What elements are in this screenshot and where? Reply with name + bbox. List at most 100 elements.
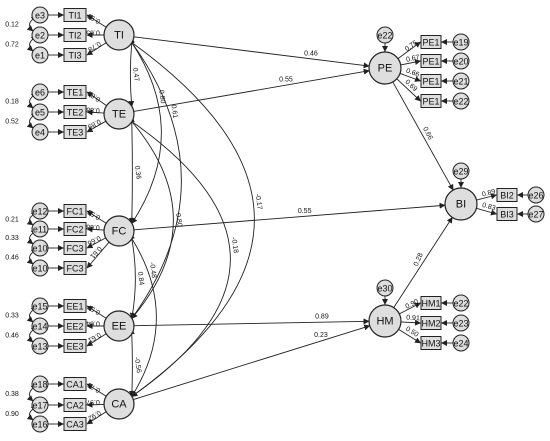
- indicator-label-TE-1: TE1: [67, 88, 84, 98]
- indicator-label-BI-2: BI3: [500, 210, 514, 220]
- loading-path-CA-3: [86, 411, 107, 425]
- loading-value-FC-1: 0.55: [86, 208, 101, 221]
- indicator-box-EE-3: [63, 339, 87, 353]
- structural-path-ca-hm: [133, 324, 371, 400]
- error-label-EE-1: e15: [32, 302, 47, 312]
- latent-label-PE: PE: [378, 63, 393, 75]
- covariance-value-ti-fc: 0.80: [157, 90, 166, 105]
- error-covariance-value-FC-1: 0.21: [5, 217, 19, 224]
- indicator-box-HM-2: [420, 316, 442, 330]
- indicator-box-EE-2: [63, 319, 87, 333]
- latent-circle-FC: [103, 215, 135, 247]
- latent-circle-BI: [444, 187, 478, 221]
- loading-path-HM-2: [400, 319, 421, 326]
- indicator-label-PE-2: PE1: [422, 57, 439, 67]
- indicator-box-FC-1: [63, 204, 87, 218]
- error-circle-EE-1: [31, 297, 49, 315]
- loading-path-PE-2: [400, 59, 421, 66]
- covariance-path-ti-te: [128, 37, 135, 107]
- error-circle-EE-3: [31, 337, 49, 355]
- error-circle-FC-2: [31, 220, 49, 238]
- loading-value-FC-2: 0.68: [86, 223, 100, 231]
- error-label-PE-4: e22: [453, 97, 468, 107]
- error-covariance-value-CA-2: 0.90: [5, 411, 19, 418]
- error-label-HM-1: e22: [453, 299, 468, 309]
- covariance-value-fc-ee: 0.84: [136, 271, 145, 286]
- error-circle-CA-3: [31, 415, 49, 433]
- latent-label-BI: BI: [456, 199, 466, 211]
- indicator-label-FC-4: FC3: [66, 264, 83, 274]
- indicator-box-TE-1: [63, 85, 87, 99]
- error-circle-EE-2: [31, 317, 49, 335]
- indicator-label-PE-4: PE1: [422, 97, 439, 107]
- structural-value-fc-bi: 0.55: [298, 208, 312, 215]
- error-label-CA-1: e18: [32, 380, 47, 390]
- covariance-path-te-fc: [128, 116, 135, 224]
- error-circle-PE-1: [452, 33, 470, 51]
- structural-path-fc-bi: [133, 202, 446, 231]
- indicator-label-HM-1: HM1: [421, 299, 440, 309]
- latent-label-TE: TE: [112, 109, 126, 121]
- error-covariance-FC-2: [26, 229, 38, 245]
- indicator-label-FC-2: FC2: [66, 225, 83, 235]
- loading-path-PE-4: [396, 78, 421, 102]
- error-label-FC-1: e12: [32, 207, 47, 217]
- structural-path-pe-bi: [392, 81, 454, 191]
- loading-value-HM-2: 0.91: [406, 315, 420, 323]
- indicator-label-TI-1: TI1: [68, 11, 81, 21]
- covariance-path-te-ca: [127, 118, 231, 397]
- error-label-EE-3: e13: [32, 342, 47, 352]
- loading-path-TE-1: [86, 91, 107, 107]
- indicator-label-CA-3: CA3: [66, 420, 84, 430]
- indicator-box-TE-3: [63, 125, 87, 139]
- indicator-label-HM-2: HM2: [421, 319, 440, 329]
- path-layer: [26, 12, 528, 427]
- loading-value-EE-2: 0.64: [86, 320, 100, 327]
- indicator-label-HM-3: HM3: [421, 339, 440, 349]
- loading-value-HM-3: 0.50: [404, 326, 419, 339]
- error-label-TE-3: e4: [35, 128, 45, 138]
- error-label-EE-2: e14: [32, 322, 47, 332]
- indicator-label-FC-3: FC3: [66, 244, 83, 254]
- loading-path-FC-1: [86, 210, 107, 224]
- latent-label-CA: CA: [111, 399, 127, 411]
- structural-value-pe-bi: 0.66: [421, 126, 434, 141]
- indicator-label-CA-1: CA1: [66, 380, 84, 390]
- error-covariance-CA-2: [26, 405, 38, 421]
- indicator-box-PE-1: [420, 35, 442, 49]
- structural-path-te-pe: [133, 68, 370, 112]
- error-label-BI-1: e26: [528, 191, 543, 201]
- latent-circle-PE: [368, 51, 402, 85]
- indicator-box-CA-2: [63, 398, 87, 412]
- indicator-box-FC-2: [63, 222, 87, 236]
- indicator-label-CA-2: CA2: [66, 401, 84, 411]
- error-circle-TI-3: [31, 46, 49, 64]
- loading-value-TE-3: 0.89: [86, 117, 101, 130]
- loading-path-BI-2: [476, 207, 497, 216]
- error-covariance-value-TI-1: 0.12: [5, 22, 19, 29]
- error-covariance-value-TI-2: 0.72: [5, 42, 19, 49]
- indicator-box-PE-4: [420, 94, 442, 108]
- error-label-CA-2: e17: [32, 401, 47, 411]
- indicator-box-CA-3: [63, 417, 87, 431]
- loading-path-HM-1: [399, 302, 421, 315]
- indicator-box-TI-1: [63, 8, 87, 22]
- error-circle-HM-1: [452, 294, 470, 312]
- indicator-label-EE-2: EE2: [66, 322, 83, 332]
- loading-value-PE-4: 0.69: [404, 79, 419, 93]
- loading-value-TE-1: 0.86: [87, 89, 102, 102]
- covariance-path-ti-ee: [128, 38, 182, 319]
- structural-value-ti-pe: 0.46: [304, 50, 318, 57]
- error-circle-FC-1: [31, 202, 49, 220]
- error-label-TE-2: e5: [35, 108, 45, 118]
- error-circle-TI-1: [31, 6, 49, 24]
- loading-path-TI-3: [86, 42, 107, 56]
- error-circle-CA-1: [31, 375, 49, 393]
- node-layer: TI1e3TI2e2TI3e1TE1e6TE2e5TE3e4FC1e12FC2e…: [31, 6, 545, 433]
- indicator-box-HM-3: [420, 336, 442, 350]
- structural-path-ee-hm: [133, 318, 370, 327]
- latent-circle-TI: [103, 19, 135, 51]
- indicator-box-EE-1: [63, 299, 87, 313]
- indicator-label-PE-1: PE1: [422, 38, 439, 48]
- indicator-box-FC-4: [63, 261, 87, 275]
